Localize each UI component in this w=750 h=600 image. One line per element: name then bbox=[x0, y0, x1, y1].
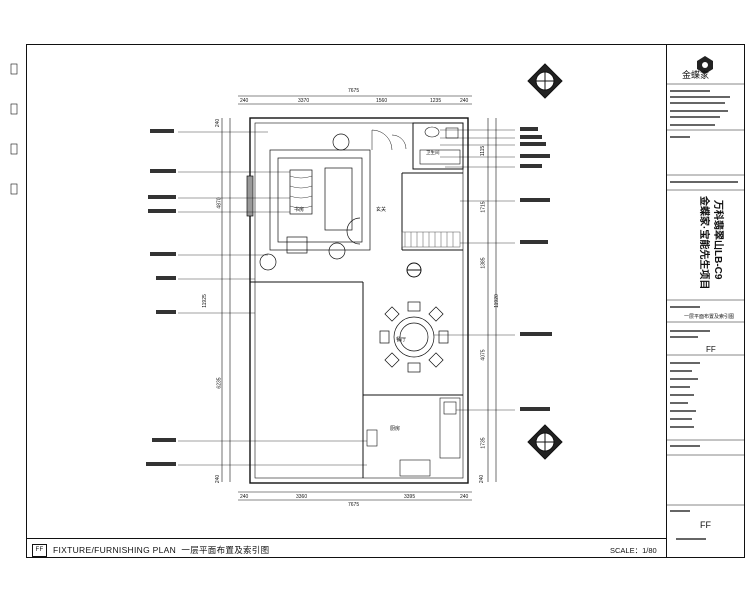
stair-cabinet bbox=[401, 231, 461, 248]
room-label-study: 书房 bbox=[294, 207, 305, 213]
dim-left-seg: 4870 bbox=[216, 197, 223, 209]
dim-bottom-total: 7675 bbox=[348, 502, 360, 508]
dining-table bbox=[379, 301, 449, 373]
drawing-badge: FF bbox=[32, 544, 47, 558]
dim-right-total: 11920 bbox=[493, 294, 500, 308]
living-furniture bbox=[246, 133, 371, 271]
title-divider bbox=[26, 538, 666, 539]
section-index-marker bbox=[406, 63, 563, 460]
room-label-entry: 玄关 bbox=[376, 207, 387, 213]
bath-fixtures bbox=[419, 126, 461, 165]
doors bbox=[371, 129, 407, 151]
dimension-lines bbox=[221, 95, 497, 501]
dim-right-seg: 1735 bbox=[480, 437, 487, 449]
drawing-title: FF FIXTURE/FURNISHING PLAN 一层平面布置及索引图 bbox=[32, 544, 270, 558]
annotation-leaders bbox=[178, 129, 515, 466]
drawing-title-en: FIXTURE/FURNISHING PLAN bbox=[53, 545, 177, 555]
kitchen-fixtures bbox=[366, 397, 461, 477]
dim-bottom-seg: 240 bbox=[240, 494, 249, 500]
room-label-dining: 餐厅 bbox=[396, 337, 407, 343]
dim-left-seg: 240 bbox=[215, 118, 222, 128]
dim-top-seg: 1560 bbox=[376, 98, 388, 104]
dim-bottom-seg: 3395 bbox=[404, 494, 416, 500]
dim-top-seg: 1235 bbox=[430, 98, 442, 104]
dim-right-seg: 4075 bbox=[480, 349, 487, 361]
dim-right-seg: 1385 bbox=[480, 257, 487, 269]
dim-top-total: 7675 bbox=[348, 88, 360, 94]
dim-right-seg: 1715 bbox=[480, 201, 487, 213]
annotation-labels bbox=[146, 127, 552, 466]
walls bbox=[249, 117, 469, 484]
drawing-title-cn: 一层平面布置及索引图 bbox=[181, 545, 270, 555]
title-block-sheet-code: FF bbox=[706, 345, 716, 354]
title-block-text-stubs bbox=[670, 90, 738, 540]
dim-bottom-seg: 240 bbox=[460, 494, 469, 500]
title-block-lines bbox=[666, 83, 745, 506]
project-title-1: 金蝶家·宝能先生项目 bbox=[698, 196, 709, 290]
drawing-scale: SCALE：1/80 bbox=[610, 546, 657, 555]
room-label-kitchen: 厨房 bbox=[390, 426, 401, 432]
title-block-plan-name: 一层平面布置及索引图 bbox=[684, 314, 735, 320]
binding-margin-marks bbox=[10, 63, 18, 195]
dim-bottom-seg: 3360 bbox=[296, 494, 308, 500]
company-logo-text: 金蝶家 bbox=[682, 70, 710, 80]
project-title-2: 万科翡翠山LB-C9 bbox=[712, 200, 723, 280]
company-logo-icon bbox=[697, 56, 713, 74]
drawing-frame bbox=[26, 44, 745, 558]
room-label-bath: 卫生间 bbox=[426, 150, 440, 155]
title-block-drawing-code: FF bbox=[700, 520, 711, 530]
dim-left-seg: 6235 bbox=[216, 377, 223, 389]
dim-top-seg: 3370 bbox=[298, 98, 310, 104]
dim-top-seg: 240 bbox=[460, 98, 469, 104]
dim-left-seg: 240 bbox=[215, 474, 222, 484]
dim-left-total: 11925 bbox=[201, 294, 208, 308]
title-block bbox=[666, 44, 745, 558]
dim-top-seg: 240 bbox=[240, 98, 249, 104]
dim-right-seg: 1115 bbox=[480, 145, 487, 157]
dim-right-seg: 240 bbox=[479, 474, 486, 484]
